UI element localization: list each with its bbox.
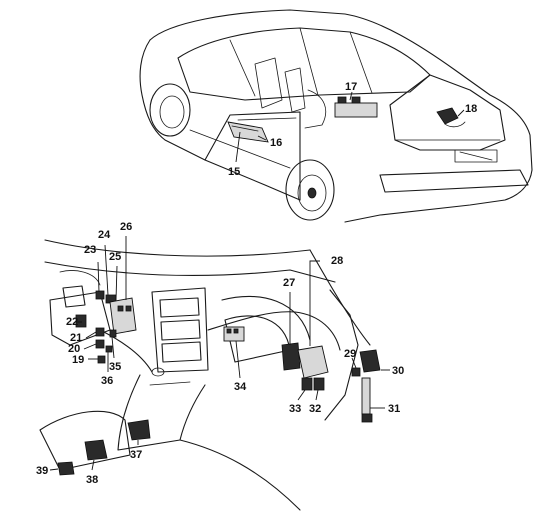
part-31: [361, 377, 371, 415]
part-20: [95, 339, 105, 349]
part-39: [57, 461, 75, 476]
callout-labels: 15 16 17 18 19 20 21 22 23 24 25 26 27 2…: [36, 81, 477, 486]
part-30: [359, 349, 381, 373]
callout-33: 33: [289, 403, 301, 415]
callout-23: 23: [84, 244, 96, 256]
callout-32: 32: [309, 403, 321, 415]
callout-30: 30: [392, 365, 404, 377]
part-19: [97, 355, 106, 364]
callout-37: 37: [130, 449, 142, 461]
part-23: [95, 290, 105, 300]
part-32: [313, 377, 325, 391]
part-21: [95, 327, 105, 337]
callout-25: 25: [109, 251, 121, 263]
callout-18: 18: [465, 103, 477, 115]
part-module-17: [334, 102, 378, 118]
callout-21: 21: [70, 332, 82, 344]
callout-29: 29: [344, 348, 356, 360]
callout-19: 19: [72, 354, 84, 366]
part-33: [301, 377, 313, 391]
part-38: [84, 439, 108, 461]
callout-36: 36: [101, 375, 113, 387]
leader-lines: [49, 91, 465, 471]
callout-34: 34: [234, 381, 247, 393]
car-illustration: [139, 9, 533, 223]
callout-26: 26: [120, 221, 132, 233]
callout-16: 16: [270, 137, 282, 149]
dashboard-illustration: [39, 239, 381, 511]
callout-38: 38: [86, 474, 98, 486]
part-28-unit: [297, 345, 329, 379]
callout-27: 27: [283, 277, 295, 289]
part-26-panel: [109, 297, 137, 335]
part-36: [105, 345, 113, 353]
part-27: [281, 342, 301, 371]
callout-31: 31: [388, 403, 400, 415]
callout-20: 20: [68, 343, 80, 355]
part-37: [127, 419, 151, 441]
part-29: [351, 367, 361, 377]
callout-15: 15: [228, 166, 240, 178]
callout-24: 24: [98, 229, 111, 241]
part-connector-18: [436, 107, 459, 125]
part-22: [75, 314, 87, 328]
callout-17: 17: [345, 81, 357, 93]
callout-39: 39: [36, 465, 48, 477]
part-module-16: [227, 121, 269, 143]
callout-35: 35: [109, 361, 121, 373]
part-35: [109, 329, 117, 338]
callout-28: 28: [331, 255, 343, 267]
callout-22: 22: [66, 316, 78, 328]
